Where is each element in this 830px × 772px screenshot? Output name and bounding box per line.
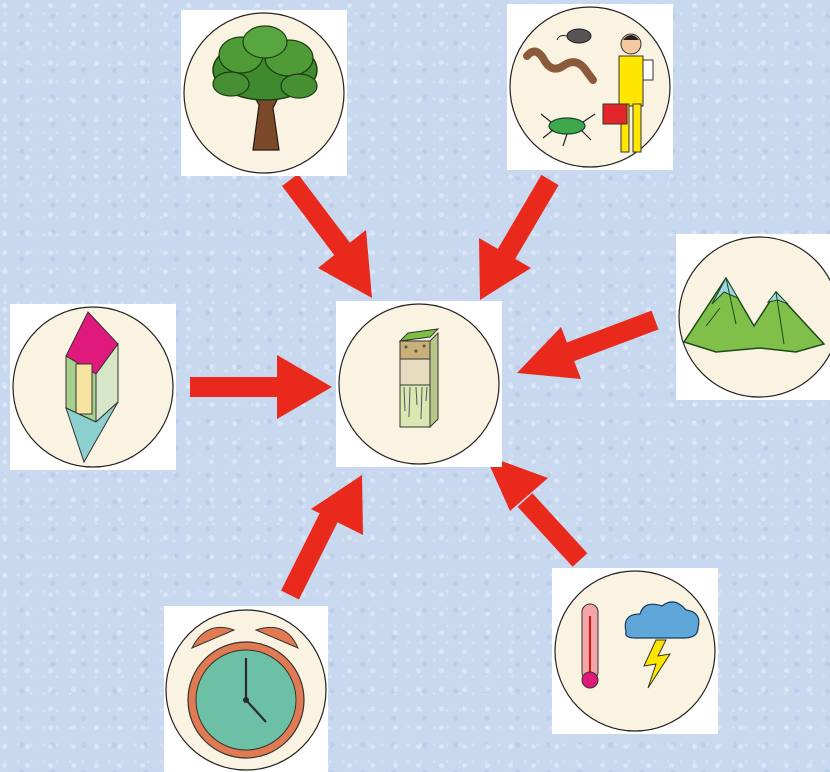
soil-profile-node	[336, 301, 502, 467]
soil-profile-icon	[400, 329, 438, 427]
arrow-from-time	[290, 475, 363, 595]
arrow-from-parent-material	[190, 355, 332, 419]
arrow-from-vegetation	[290, 180, 372, 298]
arrow-from-organisms	[479, 180, 550, 300]
relief-node	[676, 234, 830, 400]
arrow-from-climate	[485, 455, 580, 560]
arrow-from-relief	[517, 320, 655, 379]
climate-node	[552, 568, 718, 734]
organisms-node	[507, 4, 673, 170]
parent-material-node	[10, 304, 176, 470]
time-node	[164, 606, 328, 772]
vegetation-node	[181, 10, 347, 176]
